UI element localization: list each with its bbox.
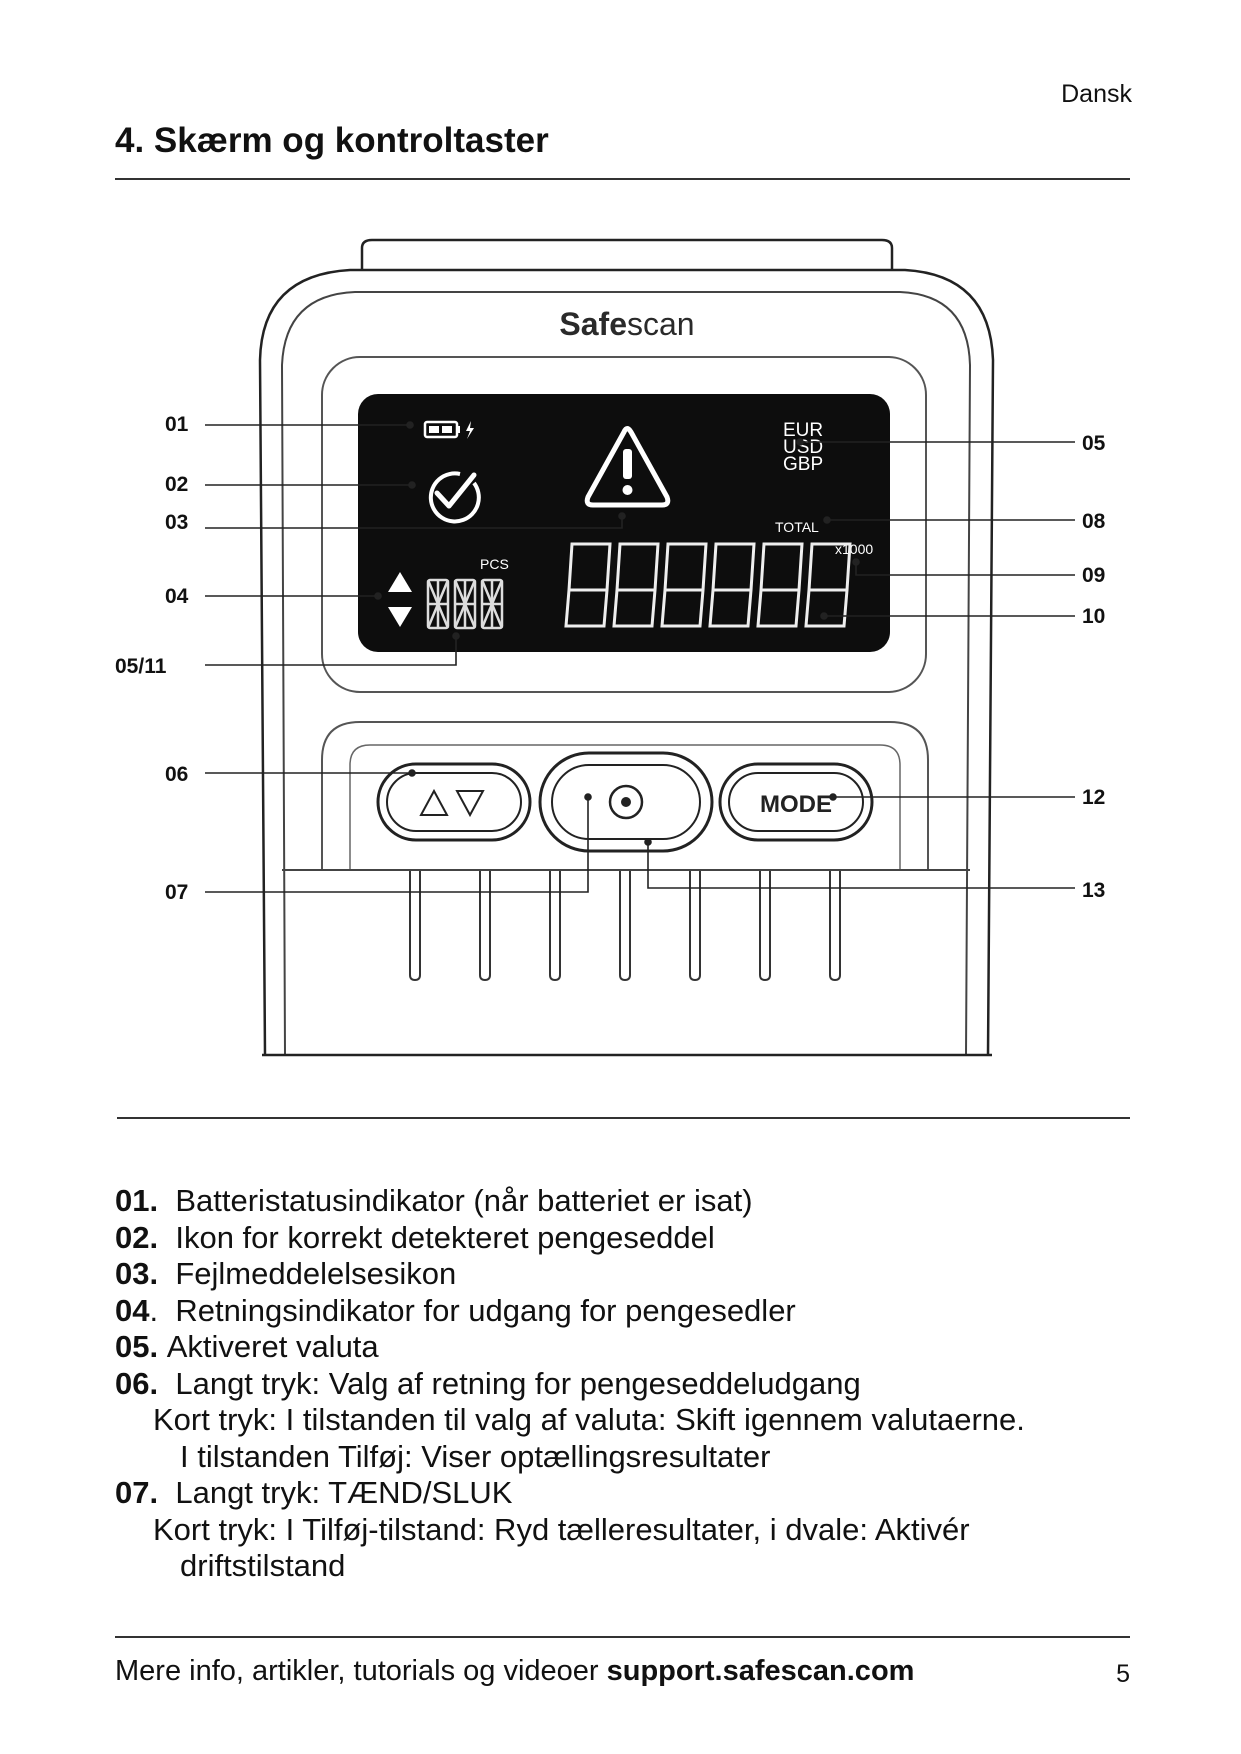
currency-gbp: GBP bbox=[783, 454, 823, 475]
device-top-tab bbox=[360, 238, 894, 270]
mode-button-label: MODE bbox=[760, 791, 832, 818]
button-panel-inner bbox=[349, 744, 901, 870]
up-triangle-icon bbox=[419, 788, 449, 816]
pcs-label: PCS bbox=[480, 556, 509, 572]
callout-05-11: 05/11 bbox=[115, 655, 167, 678]
warning-icon bbox=[584, 426, 671, 508]
guide-rods bbox=[409, 870, 841, 982]
callout-05: 05 bbox=[1082, 432, 1106, 455]
page-number: 5 bbox=[1116, 1660, 1130, 1688]
legend-item-continued: I tilstanden Tilføj: Viser optællingsres… bbox=[180, 1438, 771, 1474]
main-digits bbox=[564, 542, 852, 628]
power-dot-icon bbox=[608, 784, 644, 820]
top-rule bbox=[115, 178, 1130, 180]
callout-08: 08 bbox=[1082, 510, 1106, 533]
callout-13: 13 bbox=[1082, 879, 1105, 902]
callout-10: 10 bbox=[1082, 605, 1105, 628]
legend-item: 05. Aktiveret valuta bbox=[115, 1329, 379, 1364]
diagram-bottom-rule bbox=[117, 1117, 1130, 1119]
callout-09: 09 bbox=[1082, 564, 1105, 587]
down-triangle-icon bbox=[455, 790, 485, 818]
support-link[interactable]: support.safescan.com bbox=[606, 1655, 915, 1687]
leader-lines bbox=[205, 421, 1075, 893]
device-diagram: Safescan EUR USD GBP TOTAL x1000 PCS bbox=[115, 238, 1106, 1057]
battery-icon bbox=[423, 420, 474, 439]
legend-item: 07. Langt tryk: TÆND/SLUK bbox=[115, 1475, 513, 1510]
legend-list: 01. Batteristatusindikator (når batterie… bbox=[115, 1183, 1175, 1585]
legend-item-continued: Kort tryk: I Tilføj-tilstand: Ryd tæller… bbox=[153, 1511, 970, 1547]
currency-eur: EUR bbox=[783, 420, 823, 441]
legend-item: 02. Ikon for korrekt detekteret pengesed… bbox=[115, 1219, 715, 1255]
legend-item: 01. Batteristatusindikator (når batterie… bbox=[115, 1183, 753, 1218]
legend-item-continued: driftstilstand bbox=[180, 1548, 346, 1583]
callout-06: 06 bbox=[165, 763, 188, 786]
legend-item: 04. Retningsindikator for udgang for pen… bbox=[115, 1292, 796, 1328]
callout-01: 01 bbox=[165, 413, 189, 436]
pcs-digits bbox=[426, 578, 504, 630]
total-label: TOTAL bbox=[775, 519, 819, 535]
footer-rule bbox=[115, 1636, 1130, 1638]
power-button[interactable] bbox=[538, 751, 714, 853]
legend-item-continued: Kort tryk: I tilstanden til valg af valu… bbox=[153, 1402, 1025, 1437]
legend-item: 06. Langt tryk: Valg af retning for peng… bbox=[115, 1365, 861, 1401]
callout-04: 04 bbox=[165, 585, 189, 608]
language-label: Dansk bbox=[1061, 80, 1132, 108]
device-body-inner bbox=[280, 291, 972, 1056]
legend-item: 03. Fejlmeddelelsesikon bbox=[115, 1256, 457, 1291]
footer-text: Mere info, artikler, tutorials og videoe… bbox=[115, 1655, 915, 1687]
direction-button[interactable] bbox=[376, 762, 532, 842]
section-title: 4. Skærm og kontroltaster bbox=[115, 121, 549, 160]
check-circle-icon bbox=[428, 471, 481, 524]
callout-12: 12 bbox=[1082, 786, 1105, 809]
direction-arrows-icon bbox=[388, 572, 412, 627]
brand-logo: Safescan bbox=[559, 306, 694, 342]
mode-button[interactable]: MODE bbox=[718, 762, 874, 842]
callout-03: 03 bbox=[165, 511, 188, 534]
callout-07: 07 bbox=[165, 881, 188, 904]
callout-02: 02 bbox=[165, 473, 188, 496]
